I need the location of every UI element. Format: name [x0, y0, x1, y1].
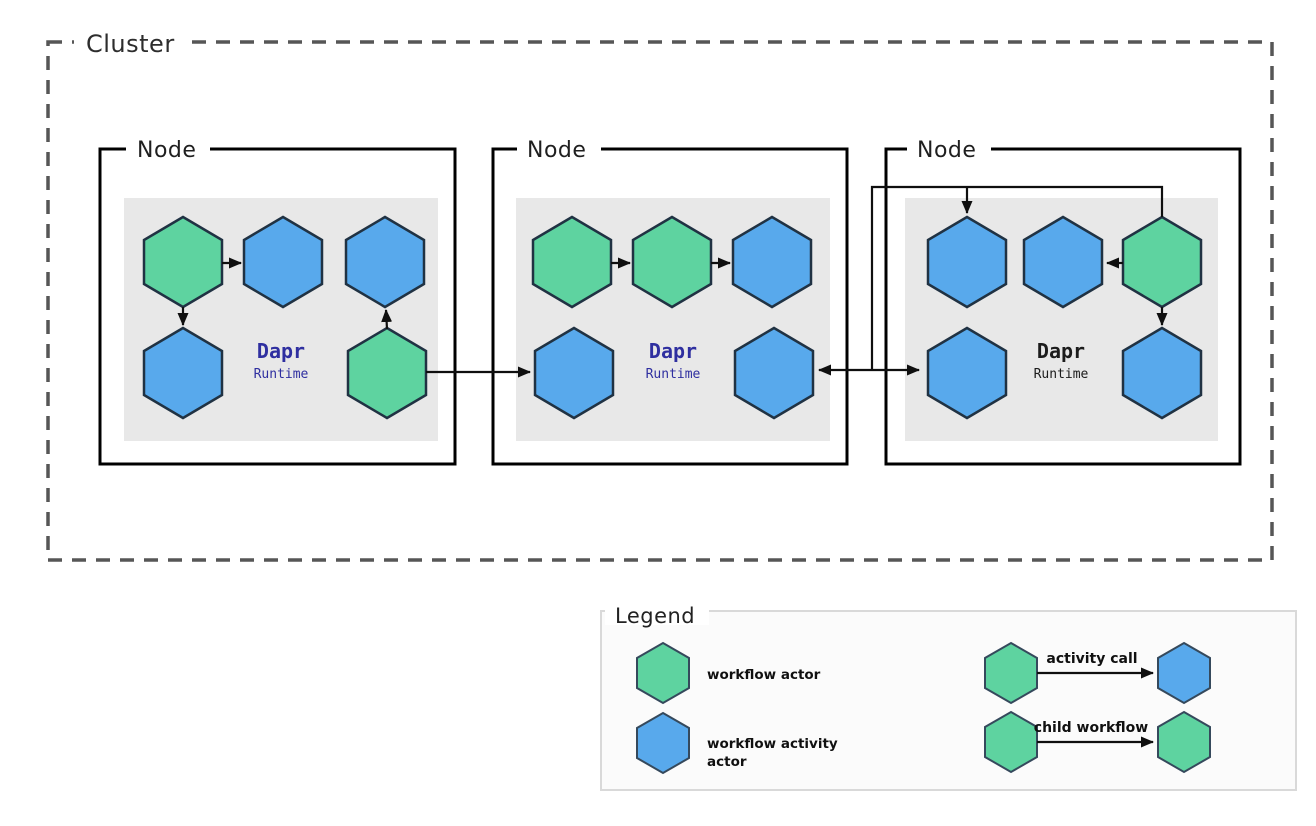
activity-call-arrow	[381, 309, 393, 330]
workflow-activity-actor-hexagon	[1022, 215, 1104, 309]
node-label-2: Node	[527, 138, 586, 163]
cluster-boundary	[46, 40, 1274, 562]
workflow-actor-hexagon	[346, 326, 428, 420]
workflow-activity-actor-hexagon	[344, 215, 426, 309]
legend-workflow-actor-hexagon	[984, 641, 1038, 705]
legend-title: Legend	[615, 604, 695, 628]
legend-item-label-line: workflow activity	[707, 736, 838, 752]
workflow-activity-actor-hexagon	[533, 326, 615, 420]
node-label-bg	[907, 136, 991, 160]
legend-item-label: workflow actor	[707, 667, 821, 683]
dapr-runtime-subtitle-2: Runtime	[646, 367, 701, 382]
workflow-activity-actor-hexagon	[733, 326, 815, 420]
dapr-runtime-title-1: Dapr	[257, 339, 305, 363]
routed-call-path	[870, 185, 1164, 370]
workflow-activity-actor-hexagon	[1121, 326, 1203, 420]
workflow-activity-actor-hexagon	[142, 326, 224, 420]
node-label-1: Node	[137, 138, 196, 163]
dapr-runtime-subtitle-3: Runtime	[1034, 367, 1089, 382]
cluster-label: Cluster	[86, 30, 175, 58]
legend-item-label: workflow activity actor	[707, 736, 842, 770]
legend-workflow-actor-hexagon	[636, 641, 690, 705]
node-label-3: Node	[917, 138, 976, 163]
workflow-actor-hexagon	[631, 215, 713, 309]
workflow-activity-actor-hexagon	[926, 215, 1008, 309]
workflow-activity-actor-hexagon	[731, 215, 813, 309]
legend-workflow-actor-hexagon	[1157, 710, 1211, 774]
workflow-activity-actor-hexagon	[926, 326, 1008, 420]
node-label-bg	[517, 136, 601, 160]
dapr-runtime-subtitle-1: Runtime	[254, 367, 309, 382]
dapr-runtime-title-3: Dapr	[1037, 339, 1085, 363]
cluster-label-bg	[74, 28, 192, 56]
legend-workflow-activity-actor-hexagon	[636, 711, 690, 775]
legend-label-bg	[605, 599, 709, 625]
legend-workflow-actor-hexagon	[984, 710, 1038, 774]
node-label-bg	[126, 136, 210, 160]
legend-edge-label: child workflow	[1034, 720, 1149, 736]
legend-workflow-activity-actor-hexagon	[1157, 641, 1211, 705]
workflow-activity-actor-hexagon	[242, 215, 324, 309]
legend-edge-label: activity call	[1046, 651, 1137, 667]
dapr-runtime-title-2: Dapr	[649, 339, 697, 363]
legend-item-label-line: actor	[707, 754, 747, 770]
workflow-actor-hexagon	[531, 215, 613, 309]
